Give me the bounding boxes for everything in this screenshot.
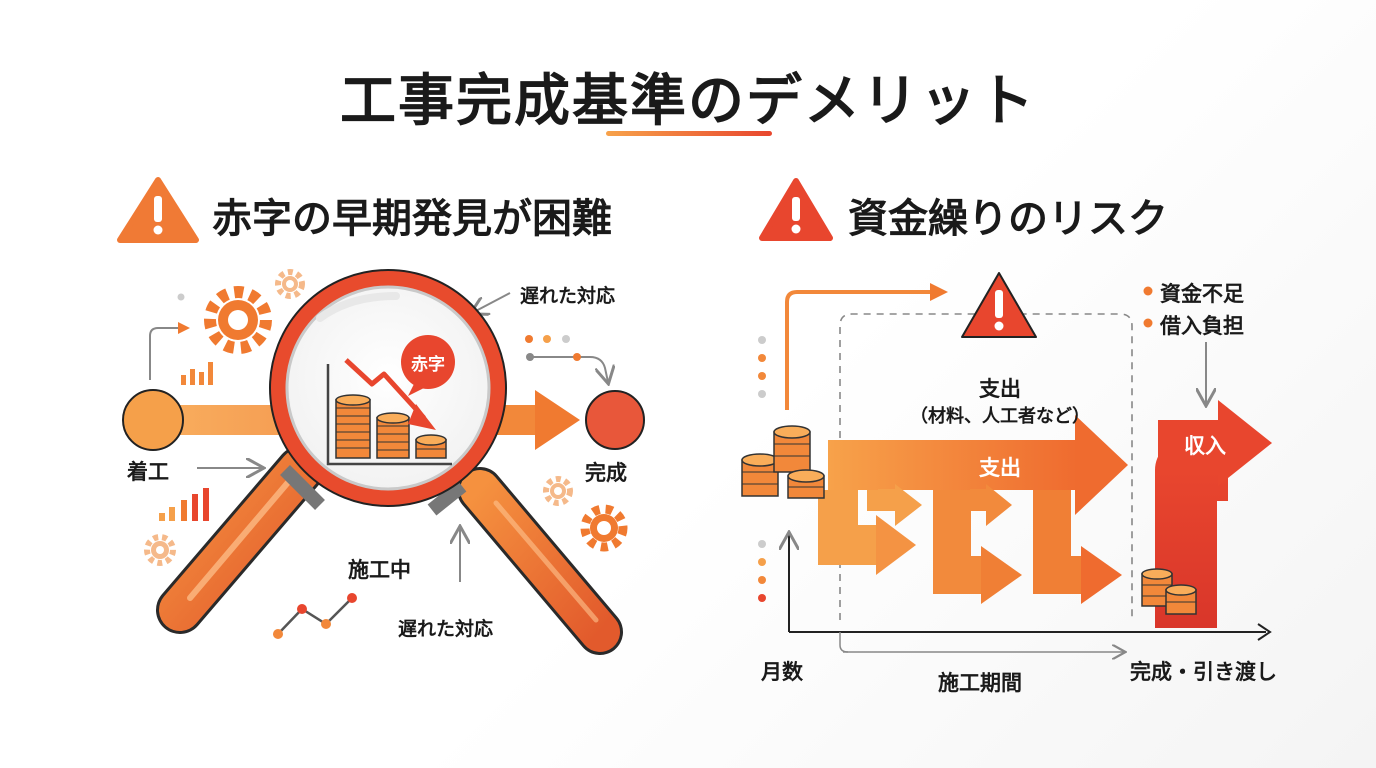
x-axis-label-months: 月数 xyxy=(761,660,803,684)
warning-icon xyxy=(759,178,833,241)
coin-stack-icon xyxy=(741,425,825,499)
start-node xyxy=(122,389,184,451)
income-arrow xyxy=(1155,400,1272,628)
mini-line-chart-icon xyxy=(273,593,357,639)
gear-icon xyxy=(204,286,272,354)
magnifier-handle-right xyxy=(457,467,623,655)
risk-item-funds-shortage: 資金不足 xyxy=(1160,282,1244,306)
coin-stack-icon xyxy=(415,434,447,459)
coin-stack-icon xyxy=(376,412,410,459)
section-heading-cash-flow: 資金繰りのリスク xyxy=(848,196,1168,242)
label-late-response-bottom: 遅れた対応 xyxy=(398,618,494,640)
x-axis-label-construction-period: 施工期間 xyxy=(938,671,1022,695)
dot-column xyxy=(758,336,766,602)
red-badge xyxy=(401,335,455,389)
warning-icon xyxy=(117,177,199,243)
coin-stack-icon xyxy=(335,394,371,459)
x-axis-label-handover: 完成・引き渡し xyxy=(1130,660,1277,684)
gear-icon xyxy=(543,476,573,506)
risk-item-borrowing-burden: 借入負担 xyxy=(1160,314,1244,338)
gear-icon xyxy=(144,534,176,566)
expense-detail: （材料、人工者など） xyxy=(910,406,1090,427)
mini-bar-chart-icon xyxy=(181,362,213,385)
complete-node xyxy=(585,390,645,450)
label-complete: 完成 xyxy=(585,461,627,485)
gear-icon xyxy=(275,269,305,299)
warning-icon xyxy=(961,272,1037,338)
magnifier-handle-left xyxy=(156,446,324,634)
magnifier-icon xyxy=(269,269,507,507)
red-badge-label: 赤字 xyxy=(411,355,445,375)
expense-title: 支出 xyxy=(979,377,1021,401)
title-underline xyxy=(606,131,772,136)
expense-flow-arrow xyxy=(818,415,1128,604)
income-arrow-label: 収入 xyxy=(1184,434,1226,458)
section-heading-loss-detection: 赤字の早期発見が困難 xyxy=(212,196,612,242)
timeline-arrow-head xyxy=(535,390,580,450)
label-in-progress: 施工中 xyxy=(348,558,411,582)
expense-arrow-label: 支出 xyxy=(979,456,1021,480)
gear-icon xyxy=(580,504,628,552)
coin-stack-icon xyxy=(1141,568,1197,615)
label-late-response-top: 遅れた対応 xyxy=(520,285,616,307)
label-start: 着工 xyxy=(127,460,169,484)
page-title: 工事完成基準のデメリット xyxy=(340,69,1036,134)
mini-bar-chart-icon xyxy=(159,488,209,521)
